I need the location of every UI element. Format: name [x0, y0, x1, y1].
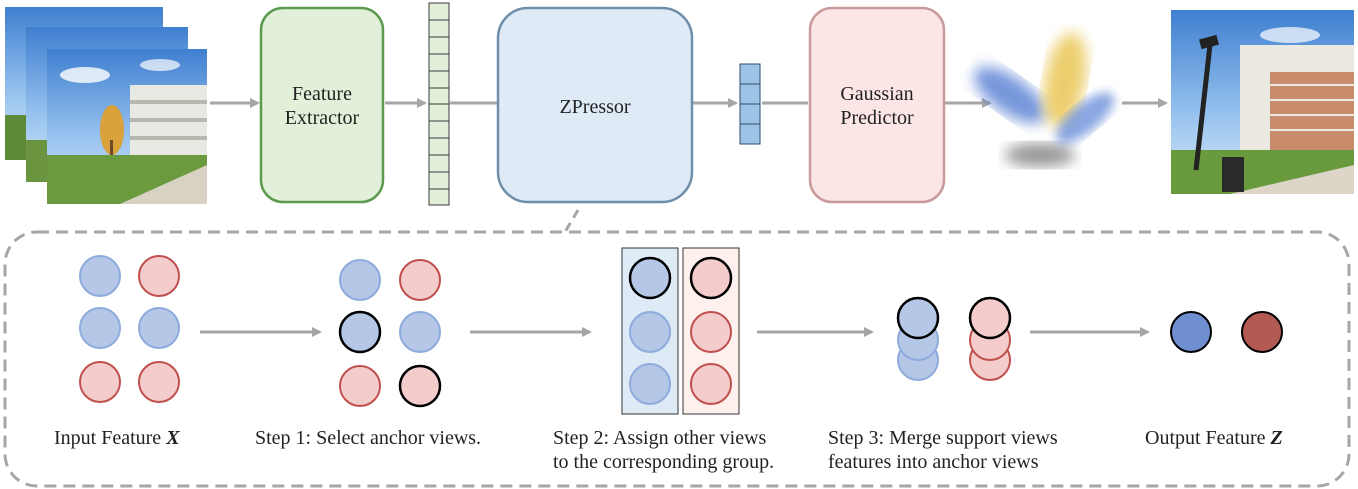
anchor-view-red [968, 296, 1012, 340]
feature-extractor-line2: Extractor [284, 107, 360, 129]
view-red [399, 259, 441, 301]
feature-extractor-label: Feature Extractor [261, 82, 383, 130]
output-feature-symbol: Z [1270, 427, 1283, 449]
view-red [690, 363, 732, 405]
step2-line1: Step 2: Assign other views [553, 427, 767, 449]
gaussian-splats-image [974, 32, 1115, 167]
output-feature-caption: Output Feature Z [1145, 426, 1283, 450]
view-red [339, 365, 381, 407]
step2-line2: to the corresponding group. [553, 451, 775, 473]
input-feature-text: Input Feature [54, 427, 167, 449]
view-red [138, 361, 180, 403]
gaussian-predictor-line1: Gaussian [840, 83, 914, 105]
step3-stacks [896, 296, 1012, 381]
feature-extractor-box [259, 6, 385, 204]
input-feature-circles [79, 255, 180, 403]
zpressor-detail-panel [3, 230, 1351, 488]
anchor-view-blue [896, 296, 940, 340]
compressed-token-column [739, 63, 761, 145]
output-view-red [1241, 311, 1283, 353]
view-blue [79, 307, 121, 349]
anchor-view-blue [628, 256, 672, 300]
anchor-view-red [689, 256, 733, 300]
output-view-blue [1170, 311, 1212, 353]
feature-token-column [428, 2, 450, 206]
anchor-view-red [398, 364, 442, 408]
gaussian-predictor-label: Gaussian Predictor [810, 82, 944, 130]
step1-circles [338, 259, 442, 408]
output-feature-text: Output Feature [1145, 427, 1271, 449]
step2-groups [621, 247, 740, 415]
gaussian-predictor-box [808, 6, 946, 204]
view-blue [399, 311, 441, 353]
zpressor-box [496, 6, 694, 204]
view-blue [629, 311, 671, 353]
zpressor-label: ZPressor [559, 96, 631, 118]
view-blue [629, 363, 671, 405]
view-blue [79, 255, 121, 297]
input-feature-symbol: X [166, 427, 180, 449]
step3-line2: features into anchor views [828, 451, 1039, 473]
rendered-output-image [1171, 10, 1354, 194]
view-blue [339, 259, 381, 301]
input-images [5, 7, 207, 204]
step1-caption: Step 1: Select anchor views. [255, 427, 482, 449]
zoom-connector [563, 209, 580, 233]
view-blue [138, 307, 180, 349]
gaussian-predictor-line2: Predictor [840, 107, 914, 129]
anchor-view-blue [338, 310, 382, 354]
input-feature-caption: Input Feature X [54, 426, 180, 450]
view-red [138, 255, 180, 297]
input-image-front [47, 49, 207, 204]
step2-caption: Step 2: Assign other views to the corres… [553, 426, 774, 474]
view-red [79, 361, 121, 403]
feature-extractor-line1: Feature [292, 83, 352, 105]
step3-line1: Step 3: Merge support views [828, 427, 1058, 449]
view-red [690, 311, 732, 353]
step3-caption: Step 3: Merge support views features int… [828, 426, 1058, 474]
output-feature-circles [1170, 311, 1283, 353]
